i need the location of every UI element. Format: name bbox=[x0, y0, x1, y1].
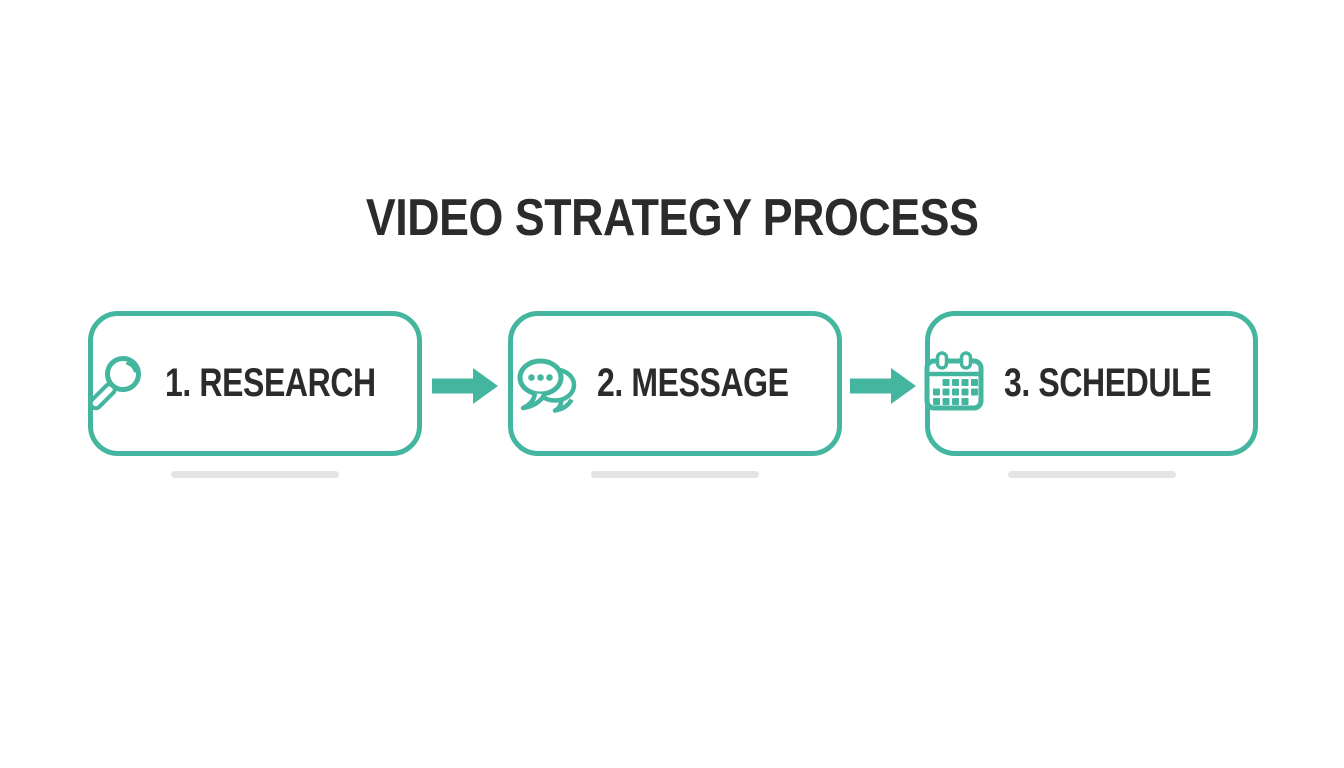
calendar-icon bbox=[924, 350, 983, 410]
page-title: VIDEO STRATEGY PROCESS bbox=[0, 192, 1344, 244]
step-label-message: 2. MESSAGE bbox=[596, 361, 789, 405]
arrow-right-icon bbox=[850, 368, 916, 404]
search-icon bbox=[88, 355, 141, 410]
step-label-schedule: 3. SCHEDULE bbox=[1003, 361, 1212, 405]
page-title-text: VIDEO STRATEGY PROCESS bbox=[365, 189, 979, 247]
underline-bar bbox=[1008, 471, 1176, 478]
step-box-message: 2. MESSAGE bbox=[508, 311, 842, 456]
step-box-schedule: 3. SCHEDULE bbox=[924, 311, 1258, 456]
step-label-research: 1. RESEARCH bbox=[164, 361, 376, 405]
underline-bar bbox=[171, 471, 339, 478]
chat-icon bbox=[517, 358, 576, 413]
step-box-research: 1. RESEARCH bbox=[88, 311, 422, 456]
arrow-right-icon bbox=[432, 368, 498, 404]
underline-bar bbox=[591, 471, 759, 478]
